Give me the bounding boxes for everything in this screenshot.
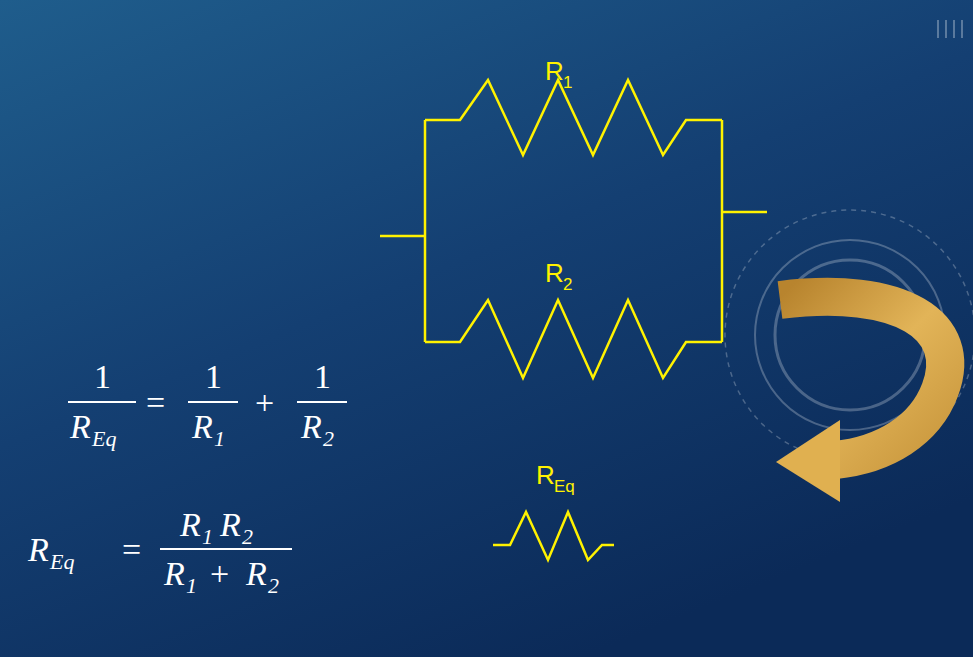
decor-rings <box>725 210 973 460</box>
equation-subscript: 2 <box>268 575 279 597</box>
resistor-label: R <box>536 462 555 488</box>
equation-subscript: Eq <box>92 428 116 450</box>
equation-subscript: 1 <box>202 526 213 548</box>
resistor-symbol <box>425 80 722 155</box>
equation-term: 1 <box>94 360 111 394</box>
equation-term: R <box>164 557 185 591</box>
equation-operator: + <box>255 386 274 420</box>
equation-term: 1 <box>205 360 222 394</box>
equation-subscript: 2 <box>323 428 334 450</box>
decor-ticks <box>938 20 962 38</box>
resistor-label: 2 <box>563 276 572 293</box>
resistor-label: R <box>545 58 564 84</box>
equation-term: R <box>246 557 267 591</box>
equation-subscript: 1 <box>186 575 197 597</box>
equation-subscript: 2 <box>242 526 253 548</box>
resistor-symbol <box>493 512 614 560</box>
resistor-subscript: 1 <box>563 74 572 91</box>
equation-subscript: 1 <box>214 428 225 450</box>
resistor-symbol <box>425 300 722 378</box>
resistor-circuit <box>380 80 767 560</box>
equation-term: R <box>70 410 91 444</box>
equation-operator: = <box>122 533 141 567</box>
equation-operator: = <box>146 386 165 420</box>
wire <box>424 120 427 342</box>
equation-subscript: Eq <box>50 551 74 573</box>
equation-term: R <box>301 410 322 444</box>
equation-term: 1 <box>314 360 331 394</box>
resistor-label: R <box>545 260 564 286</box>
equation-term: R <box>180 508 201 542</box>
wire <box>380 235 425 238</box>
equation-term: R <box>192 410 213 444</box>
fraction-bars <box>68 402 347 549</box>
equation-operator: + <box>210 557 229 591</box>
curved-arrow <box>776 297 945 502</box>
wire <box>722 211 767 214</box>
equation-term: R <box>220 508 241 542</box>
wire <box>721 120 724 342</box>
resistor-subscript: Eq <box>554 478 575 495</box>
equation-term: R <box>28 533 49 567</box>
